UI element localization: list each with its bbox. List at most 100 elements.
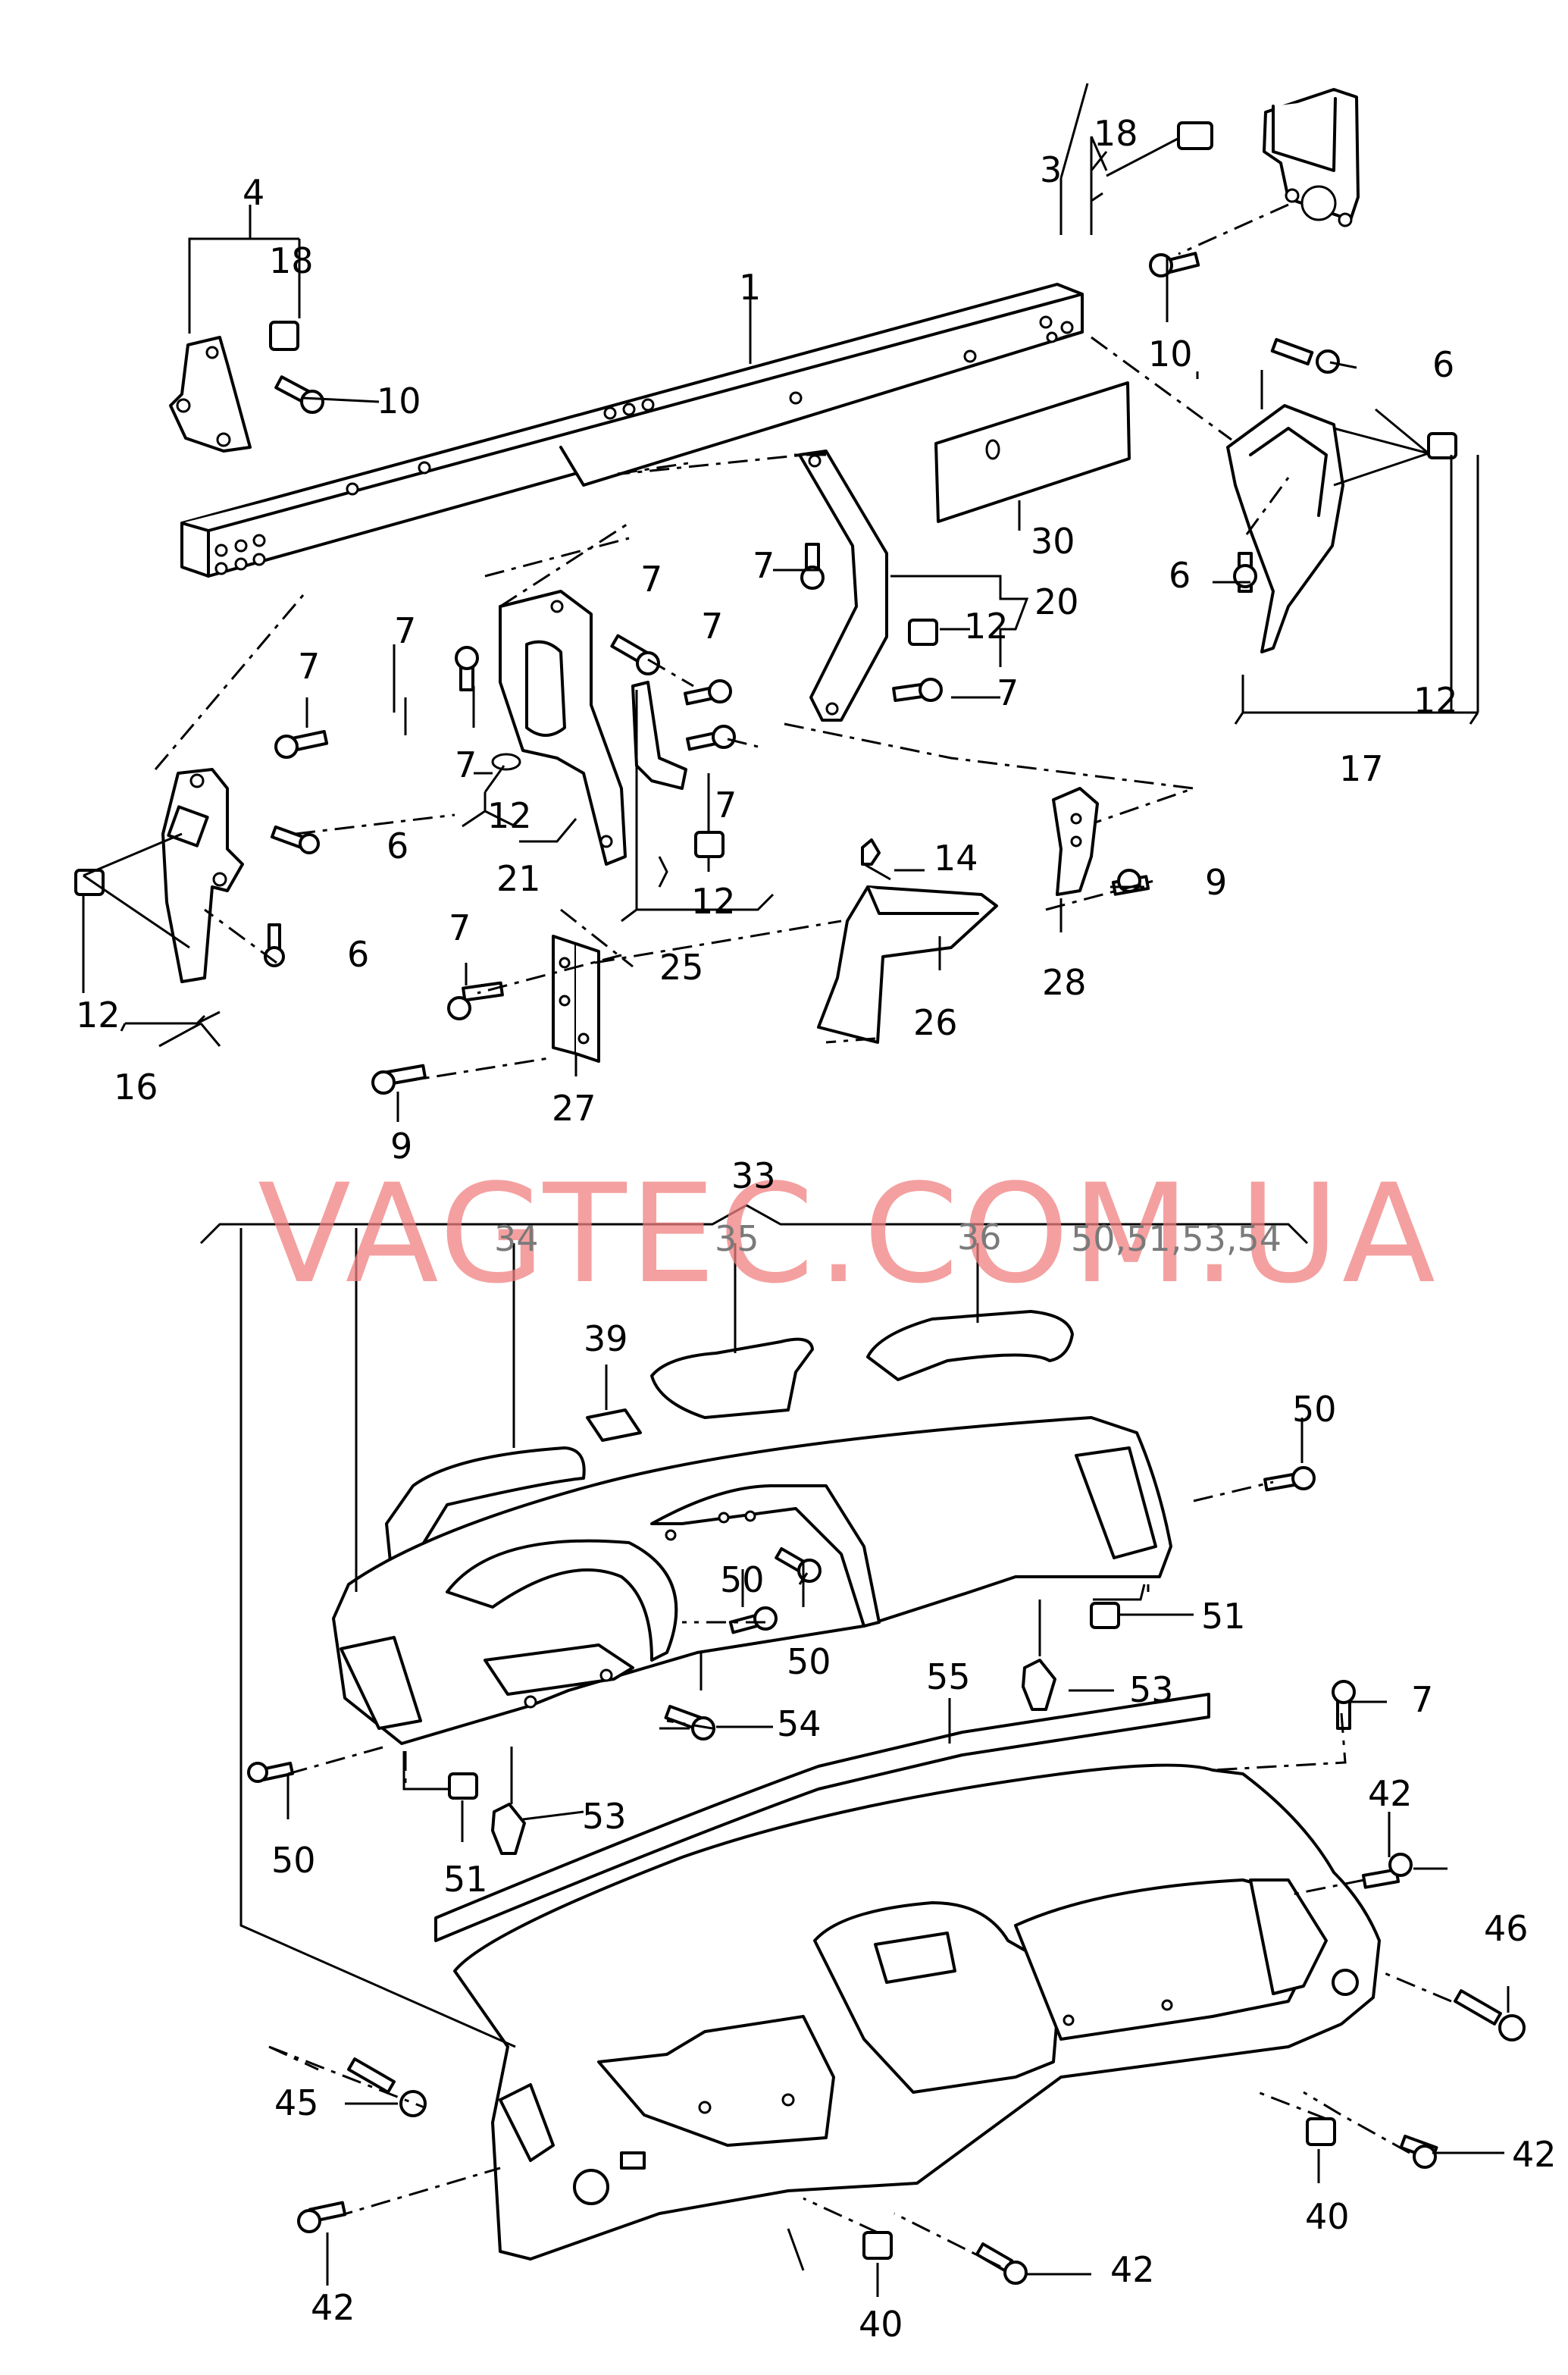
callout-53-a: 53 (1129, 1669, 1174, 1710)
callout-46: 46 (1484, 1908, 1529, 1949)
bolt-7-dash (1332, 1680, 1356, 1730)
dash-dot-lines-upper (154, 203, 1290, 1084)
clip-nut-40-a (1306, 2117, 1336, 2146)
callout-7-d: 7 (640, 559, 662, 600)
bracket-part-28 (1052, 787, 1099, 896)
leader-lines-callouts (82, 205, 1453, 1122)
callout-7-h: 7 (997, 672, 1019, 713)
screw-50-b (728, 1606, 778, 1634)
clip-14 (861, 838, 881, 866)
dashboard-main-body (453, 1763, 1381, 2261)
callout-7-b: 7 (394, 610, 416, 651)
callout-55: 55 (926, 1656, 971, 1697)
callout-7-f: 7 (715, 785, 737, 826)
bracket-part-26 (817, 885, 998, 1044)
insulation-pad-part-30 (934, 381, 1131, 523)
callout-50-d: 50 (271, 1840, 316, 1881)
leader-line-upper (749, 83, 1479, 725)
callout-35: 35 (715, 1218, 759, 1259)
leader-lines-lower (239, 1228, 1510, 2297)
clip-nut-12-c (694, 831, 725, 858)
callout-10-a: 10 (377, 381, 421, 421)
bolt-46 (1454, 1989, 1526, 2041)
callout-42-d: 42 (1110, 2249, 1155, 2290)
callout-40-b: 40 (859, 2304, 903, 2345)
clip-nut-18-left (269, 321, 299, 351)
bolt-10-right (1149, 252, 1200, 277)
vent-part-35 (650, 1337, 814, 1419)
clip-nut-51-a (1090, 1602, 1120, 1629)
bolt-6-b (1233, 552, 1257, 593)
bolt-7-a (274, 729, 329, 759)
bolt-7-d (684, 679, 732, 706)
callout-42-b: 42 (1512, 2134, 1557, 2175)
callout-6-d: 6 (347, 934, 369, 975)
watermark-text: VAGTEC.COM.UA (258, 1155, 1438, 1314)
bolt-7-g (892, 678, 943, 702)
clip-nut-18-top (1177, 121, 1213, 150)
dash-dot-lines-lower (268, 1480, 1452, 2268)
callout-12-e: 12 (76, 995, 120, 1036)
dashboard-upper-cover (332, 1416, 1172, 1745)
bolt-7-e (686, 725, 736, 751)
callout-9-a: 9 (390, 1126, 412, 1167)
bracket-part-21 (499, 590, 627, 866)
callout-50-b: 50 (720, 1559, 765, 1600)
clip-nut-12-a (908, 619, 938, 646)
callout-6-b: 6 (1169, 555, 1191, 596)
callout-36: 36 (957, 1217, 1002, 1258)
bracket-part-16 (161, 768, 244, 983)
callout-26: 26 (913, 1002, 958, 1043)
callout-1: 1 (739, 267, 761, 308)
callout-30: 30 (1031, 521, 1075, 562)
bolt-45 (347, 2057, 427, 2117)
callout-10-b: 10 (1148, 334, 1193, 374)
callout-45: 45 (274, 2082, 319, 2123)
callout-33: 33 (731, 1155, 776, 1196)
bolt-7-b (455, 646, 479, 691)
clip-nut-40-b (862, 2231, 893, 2260)
clip-nut-51-b (448, 1772, 478, 1800)
callout-7-g: 7 (753, 545, 775, 586)
callout-12-b: 12 (1413, 680, 1458, 721)
callout-14: 14 (934, 838, 978, 879)
callout-27: 27 (552, 1088, 596, 1129)
callout-51-b: 51 (443, 1859, 488, 1900)
callout-25: 25 (659, 947, 704, 988)
clip-nut-12-b (1427, 432, 1457, 459)
bolt-7-f (800, 543, 825, 590)
callout-17: 17 (1339, 748, 1384, 789)
bolt-10-left (274, 375, 324, 414)
callout-28: 28 (1042, 962, 1087, 1003)
bolt-7-c (610, 634, 660, 675)
callout-6-a: 6 (1432, 344, 1454, 385)
clip-53-b (491, 1803, 526, 1855)
bolt-6-c (270, 825, 320, 854)
callout-53-b: 53 (582, 1796, 627, 1837)
vent-duct-part-36 (866, 1310, 1074, 1381)
callout-18-b: 18 (1094, 113, 1138, 154)
bracket-part-4 (169, 336, 252, 453)
callout-9-b: 9 (1205, 862, 1227, 903)
callout-12-a: 12 (964, 606, 1009, 647)
callout-labels: 1 3 4 6 6 6 6 7 7 7 7 7 7 7 7 7 7 9 9 10… (76, 113, 1557, 2345)
screw-50-d (247, 1761, 295, 1783)
bracket-line-33 (199, 1204, 1309, 1245)
callout-16: 16 (114, 1067, 158, 1108)
callout-50-51-53-54: 50,51,53,54 (1071, 1218, 1282, 1259)
bracket-part-27 (552, 935, 600, 1063)
bolt-9-a (371, 1064, 427, 1095)
washer-12 (491, 753, 521, 771)
callout-7-c: 7 (455, 744, 477, 785)
callout-7-i: 7 (449, 907, 471, 948)
callout-34: 34 (494, 1218, 539, 1259)
callout-4: 4 (243, 172, 264, 213)
callout-40-a: 40 (1305, 2196, 1350, 2237)
callout-39: 39 (584, 1318, 628, 1359)
bolt-42-d (975, 2242, 1028, 2285)
bolt-9-b (1111, 869, 1150, 896)
bracket-part-17 (1226, 404, 1344, 653)
bracket-part-3 (1263, 88, 1360, 227)
bolt-42-a (1361, 1853, 1413, 1889)
